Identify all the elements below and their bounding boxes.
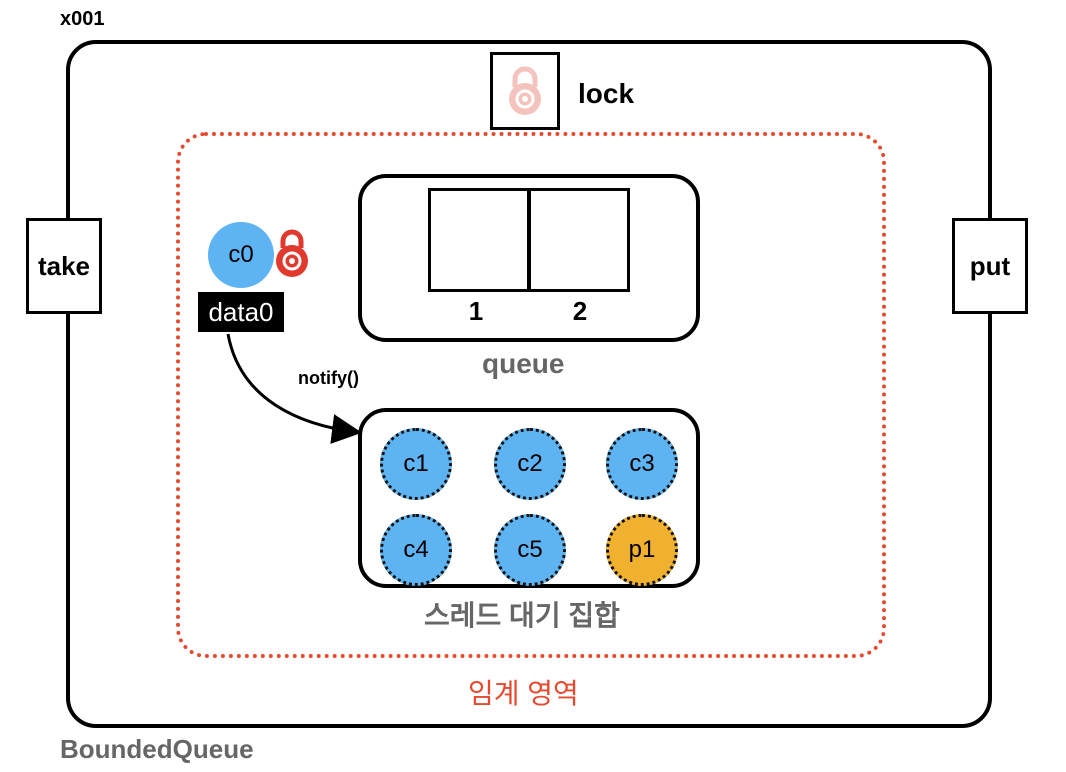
red-padlock-icon xyxy=(274,228,310,283)
queue-slot-number: 2 xyxy=(572,296,588,326)
lock-label: lock xyxy=(578,78,635,109)
take-method: take xyxy=(26,218,102,314)
waiting-producer-thread: p1 xyxy=(606,514,678,586)
critical-section xyxy=(176,132,886,658)
data-label: data0 xyxy=(198,292,284,332)
put-method: put xyxy=(952,218,1028,314)
waiting-thread: c2 xyxy=(494,428,566,500)
waiting-thread: c5 xyxy=(494,514,566,586)
critical-section-label: 임계 영역 xyxy=(468,678,579,709)
waiting-thread: c4 xyxy=(380,514,452,586)
queue-slot-number: 1 xyxy=(468,296,484,326)
object-address: x001 xyxy=(60,8,105,30)
bounded-queue-object xyxy=(66,40,992,728)
lock-box xyxy=(490,52,560,130)
running-thread-c0: c0 xyxy=(208,222,274,288)
queue-slot-2 xyxy=(528,188,630,292)
faded-padlock-icon xyxy=(509,66,541,115)
notify-label: notify() xyxy=(298,368,359,388)
wait-set-label: 스레드 대기 집합 xyxy=(424,600,620,631)
waiting-thread: c1 xyxy=(380,428,452,500)
queue-label: queue xyxy=(482,348,565,379)
object-name: BoundedQueue xyxy=(60,734,254,764)
waiting-thread: c3 xyxy=(606,428,678,500)
queue-slot-1 xyxy=(428,188,530,292)
